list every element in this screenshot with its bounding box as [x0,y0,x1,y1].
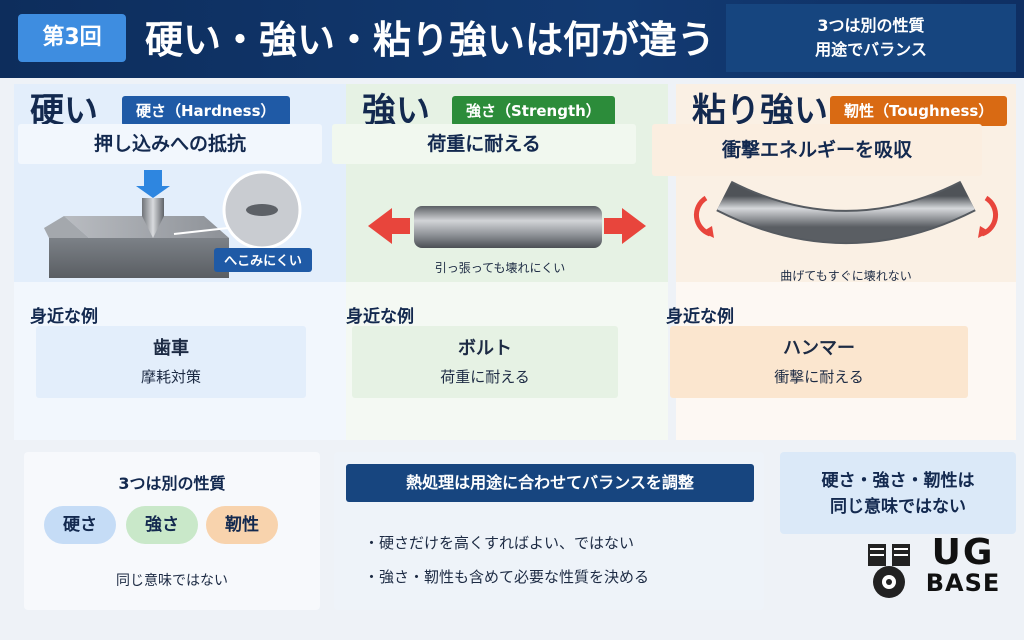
subtitle-line-2: 用途でバランス [815,40,927,59]
bullet-line: ・強さ・靭性も含めて必要な性質を決める [364,568,650,586]
conclusion-line-1: 硬さ・強さ・靭性は [821,471,975,491]
page-title: 硬い・強い・粘り強いは何が違う [145,18,716,62]
example-card: ハンマー 衝撃に耐える [670,326,968,398]
pill-strength: 強さ [126,506,198,544]
logo-text: UG BASE [918,532,1008,598]
panel-description: 押し込みへの抵抗 [18,124,322,164]
bullet-line: ・硬さだけを高くすればよい、ではない [364,534,635,552]
example-heading: 身近な例 [346,307,414,327]
example-name: 歯車 [153,338,189,359]
example-name: ハンマー [783,338,855,359]
indenter-arrow [136,170,170,198]
example-area: 身近な例 ハンマー 衝撃に耐える [666,282,1016,440]
heat-treatment-title: 熱処理は用途に合わせてバランスを調整 [346,464,754,502]
summary-title: 3つは別の性質 [118,474,226,493]
subtitle-line-1: 3つは別の性質 [817,16,925,35]
panel-strength: 強い 強さ（Strength） 荷重に耐える 引っ張っても壊れにくい 身近な例 … [332,84,668,440]
example-card: ボルト 荷重に耐える [352,326,618,398]
example-area: 身近な例 ボルト 荷重に耐える [346,282,668,440]
ug-base-logo: UG BASE [862,532,1012,604]
illustration-caption: 引っ張っても壊れにくい [435,261,566,275]
heat-treatment-card: 熱処理は用途に合わせてバランスを調整 ・硬さだけを高くすればよい、ではない ・強… [334,452,764,610]
pill-toughness: 靭性 [206,506,278,544]
conclusion-line-2: 同じ意味ではない [830,497,966,517]
header-bar: 第3回 硬い・強い・粘り強いは何が違う 3つは別の性質 用途でバランス [0,0,1024,78]
subtitle-box: 3つは別の性質 用途でバランス [726,4,1016,72]
panel-description: 衝撃エネルギーを吸収 [652,124,982,176]
example-card: 歯車 摩耗対策 [36,326,306,398]
panel-tag: 強さ（Strength） [452,96,615,126]
left-arrow [368,208,410,244]
episode-badge: 第3回 [18,14,126,62]
logo-line-1: UG [931,532,995,573]
example-name: ボルト [458,338,512,359]
panel-tag: 硬さ（Hardness） [122,96,290,126]
logo-line-2: BASE [925,569,1001,597]
example-heading: 身近な例 [666,307,734,327]
example-sub: 摩耗対策 [140,368,201,386]
example-heading: 身近な例 [30,307,98,327]
illustration-caption: 曲げてもすぐに壊れない [780,269,911,283]
example-sub: 荷重に耐える [440,368,530,386]
panel-tag: 靭性（Toughness） [830,96,1008,126]
summary-properties-card: 3つは別の性質 硬さ 強さ 靭性 同じ意味ではない [24,452,320,610]
strength-illustration: 引っ張っても壊れにくい [368,206,646,275]
hardness-illustration: へこみにくい [44,170,312,278]
toughness-illustration: 曲げてもすぐに壊れない [693,180,999,283]
summary-note: 同じ意味ではない [116,573,228,589]
engine-icon [868,544,910,598]
panel-hardness: 硬い 硬さ（Hardness） 押し込みへの抵抗 [14,84,350,440]
illustration-caption: へこみにくい [224,254,302,269]
pill-hardness: 硬さ [44,506,116,544]
example-area: 身近な例 歯車 摩耗対策 [14,282,350,440]
right-arrow [604,208,646,244]
panel-description: 荷重に耐える [332,124,636,164]
conclusion-box: 硬さ・強さ・靭性は 同じ意味ではない [780,452,1016,534]
example-sub: 衝撃に耐える [774,368,864,386]
panel-toughness: 粘り強い 靭性（Toughness） 衝撃エネルギーを吸収 曲げてもすぐに壊れな… [652,84,1016,440]
